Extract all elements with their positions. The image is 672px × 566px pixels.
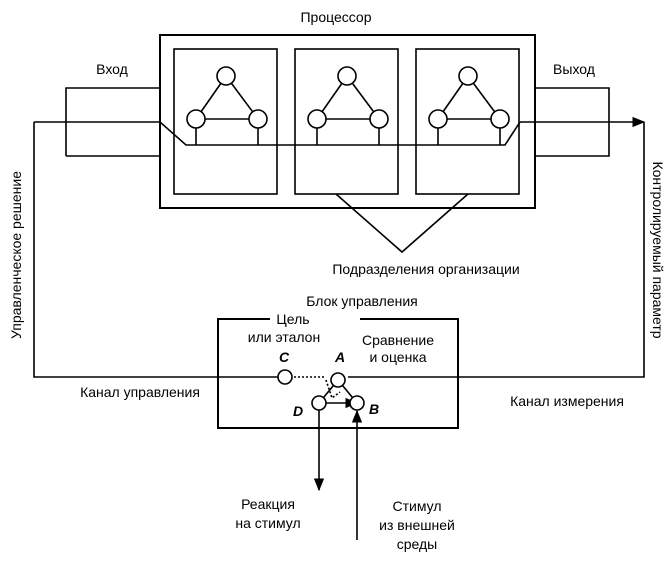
reaction-label-2: на стимул	[235, 515, 300, 531]
control-block-box	[217, 318, 459, 429]
node-d	[311, 395, 327, 411]
controlled-param-label: Контролируемый параметр	[650, 161, 666, 338]
stimulus-label-3: среды	[397, 536, 438, 552]
node-b	[349, 395, 365, 411]
processor-box	[159, 34, 536, 209]
channel-measure-label: Канал измерения	[510, 393, 624, 409]
output-label: Выход	[553, 61, 595, 77]
channel-control-label: Канал управления	[80, 384, 200, 400]
compare-label-2: и оценка	[369, 349, 426, 365]
node-a	[330, 372, 346, 388]
unit-network-3	[428, 66, 510, 145]
compare-label-1: Сравнение	[362, 332, 434, 348]
stimulus-label-2: из внешней	[379, 517, 455, 533]
units-label: Подразделения организации	[332, 261, 519, 277]
node-c-label: C	[279, 349, 290, 365]
unit-box-1	[173, 48, 278, 195]
reaction-label-1: Реакция	[241, 496, 295, 512]
processor-title: Процессор	[300, 9, 371, 25]
stimulus-label-1: Стимул	[393, 498, 442, 514]
node-d-label: D	[293, 403, 303, 419]
input-label: Вход	[96, 61, 128, 77]
input-line	[65, 87, 160, 156]
units-pointer	[335, 193, 469, 254]
goal-label-2: или эталон	[248, 329, 320, 345]
measure-line	[348, 122, 645, 378]
unit-network-2	[307, 66, 389, 145]
unit-network-1	[186, 66, 268, 145]
control-block-title: Блок управления	[306, 293, 418, 309]
controlled-decision-label: Управленческое решение	[8, 171, 24, 339]
node-b-label: B	[369, 401, 379, 417]
node-a-label: A	[334, 349, 345, 365]
flow-line-units	[159, 121, 521, 146]
unit-box-2	[294, 48, 399, 195]
node-c	[277, 369, 293, 385]
decision-line	[33, 122, 278, 378]
goal-label-1: Цель	[276, 311, 309, 327]
